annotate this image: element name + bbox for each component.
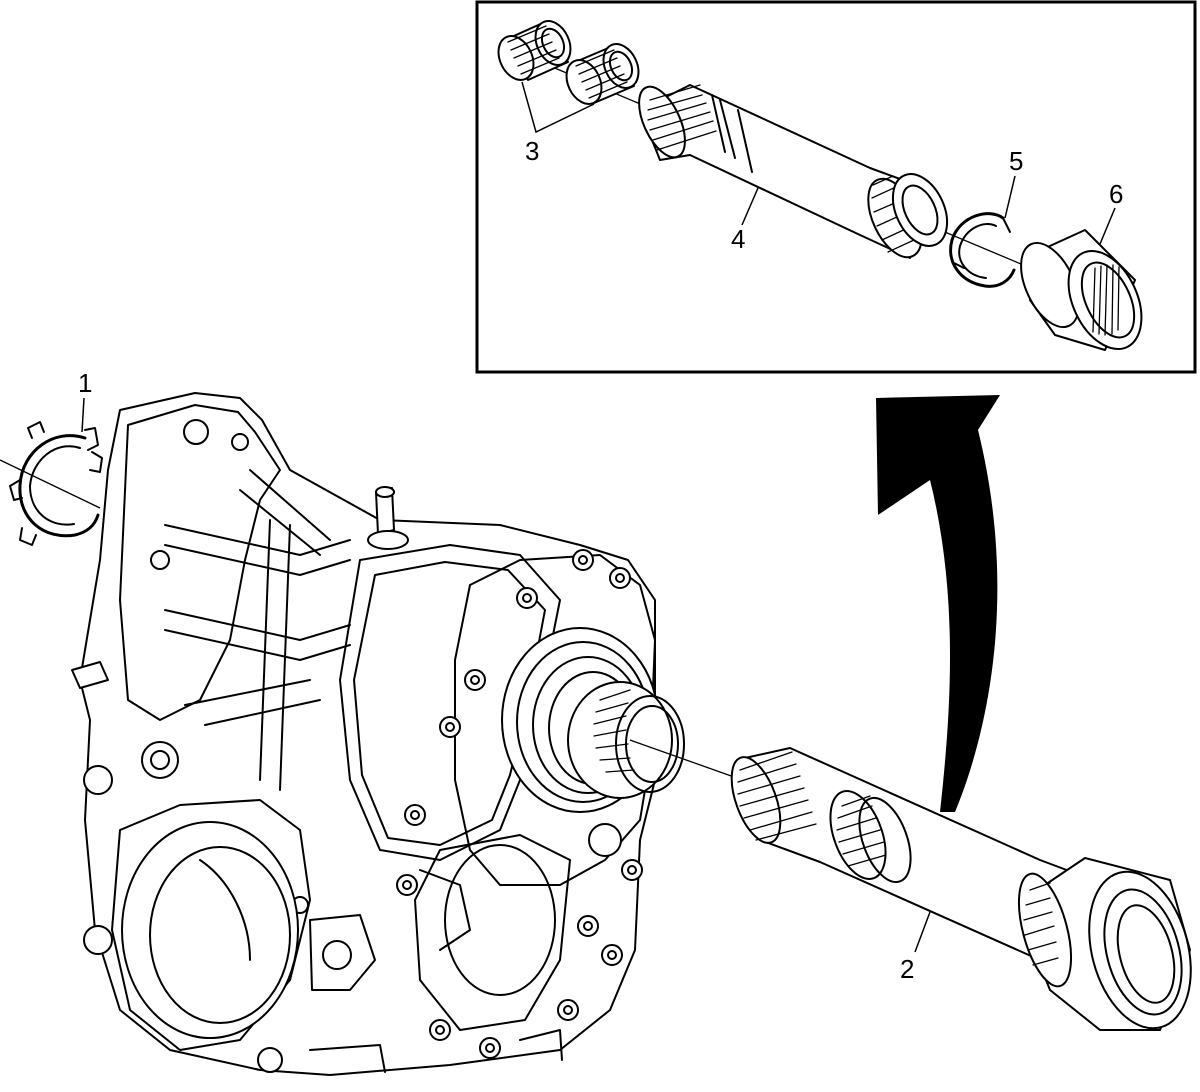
callout-2: 2 (900, 954, 914, 984)
callout-4-leader (741, 187, 759, 226)
transfer-arrow (876, 395, 1000, 812)
callout-6-leader (1099, 207, 1116, 245)
callout-5: 5 (1009, 146, 1023, 176)
transfer-case-housing (71, 392, 685, 1076)
snap-ring (949, 212, 1016, 288)
callout-6: 6 (1109, 179, 1123, 209)
callout-1: 1 (78, 368, 92, 398)
breather-tube (367, 486, 409, 550)
shaft-component (638, 84, 949, 259)
lower-gear-section (309, 823, 622, 1031)
inset-detail: 3 4 5 6 (475, 0, 1197, 374)
callout-4: 4 (731, 224, 745, 254)
bearing-cup (1020, 229, 1143, 351)
rear-bore (111, 799, 311, 1051)
callout-2-leader (914, 911, 931, 953)
callout-3-leader (521, 81, 595, 134)
needle-bearing-right (565, 43, 640, 105)
callout-1-leader (81, 397, 85, 433)
needle-bearing-left (497, 20, 572, 81)
shaft-assembly (730, 747, 1192, 1031)
output-seal (501, 627, 685, 813)
callout-5-leader (1004, 175, 1016, 219)
callout-3: 3 (525, 136, 539, 166)
lock-ring (0, 421, 103, 546)
